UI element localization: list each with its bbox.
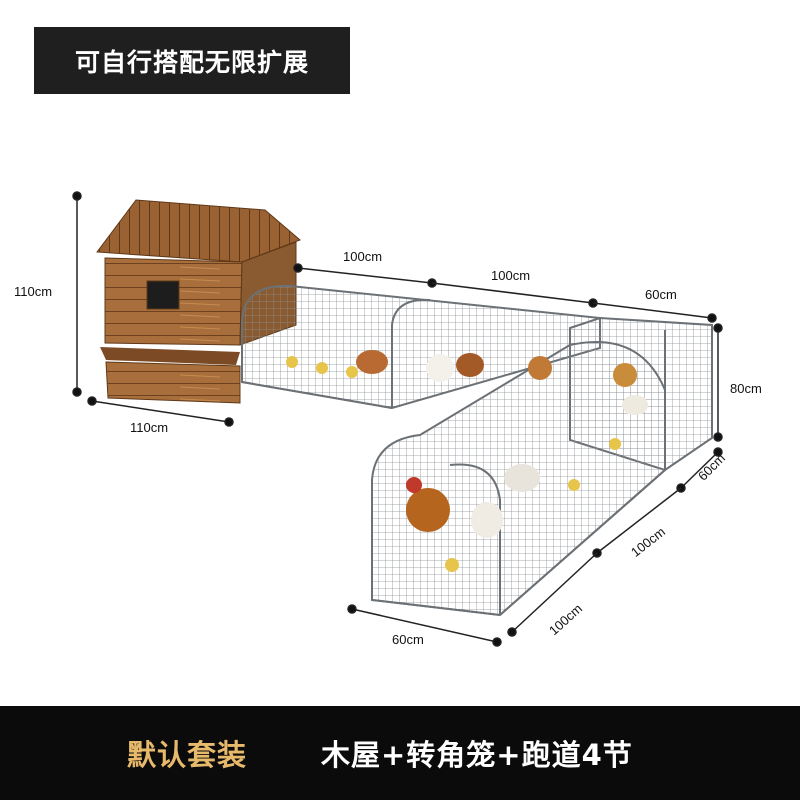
header-title: 可自行搭配无限扩展 (74, 47, 309, 77)
dim-run-top-2: 100cm (491, 268, 531, 283)
dim-house-width: 110cm (130, 420, 169, 435)
footer-package: 木屋+转角笼+跑道4节 (321, 738, 633, 772)
product-illustration (72, 191, 723, 647)
house-base (105, 361, 241, 404)
dim-corner-width: 60cm (645, 287, 677, 302)
dim-front-width: 60cm (392, 632, 424, 647)
dimension-lines (72, 191, 723, 647)
chickens (286, 350, 648, 572)
house-drawer (100, 347, 240, 365)
footer-label: 默认套装 (127, 738, 248, 772)
dim-run-top-1: 100cm (343, 249, 383, 264)
house-window (146, 280, 180, 310)
house-roof (96, 199, 301, 263)
dim-house-height: 110cm (14, 284, 53, 299)
footer-bar: 默认套装 木屋+转角笼+跑道4节 (0, 706, 800, 800)
dim-corner-height: 80cm (730, 381, 762, 396)
header-badge: 可自行搭配无限扩展 (34, 27, 350, 94)
